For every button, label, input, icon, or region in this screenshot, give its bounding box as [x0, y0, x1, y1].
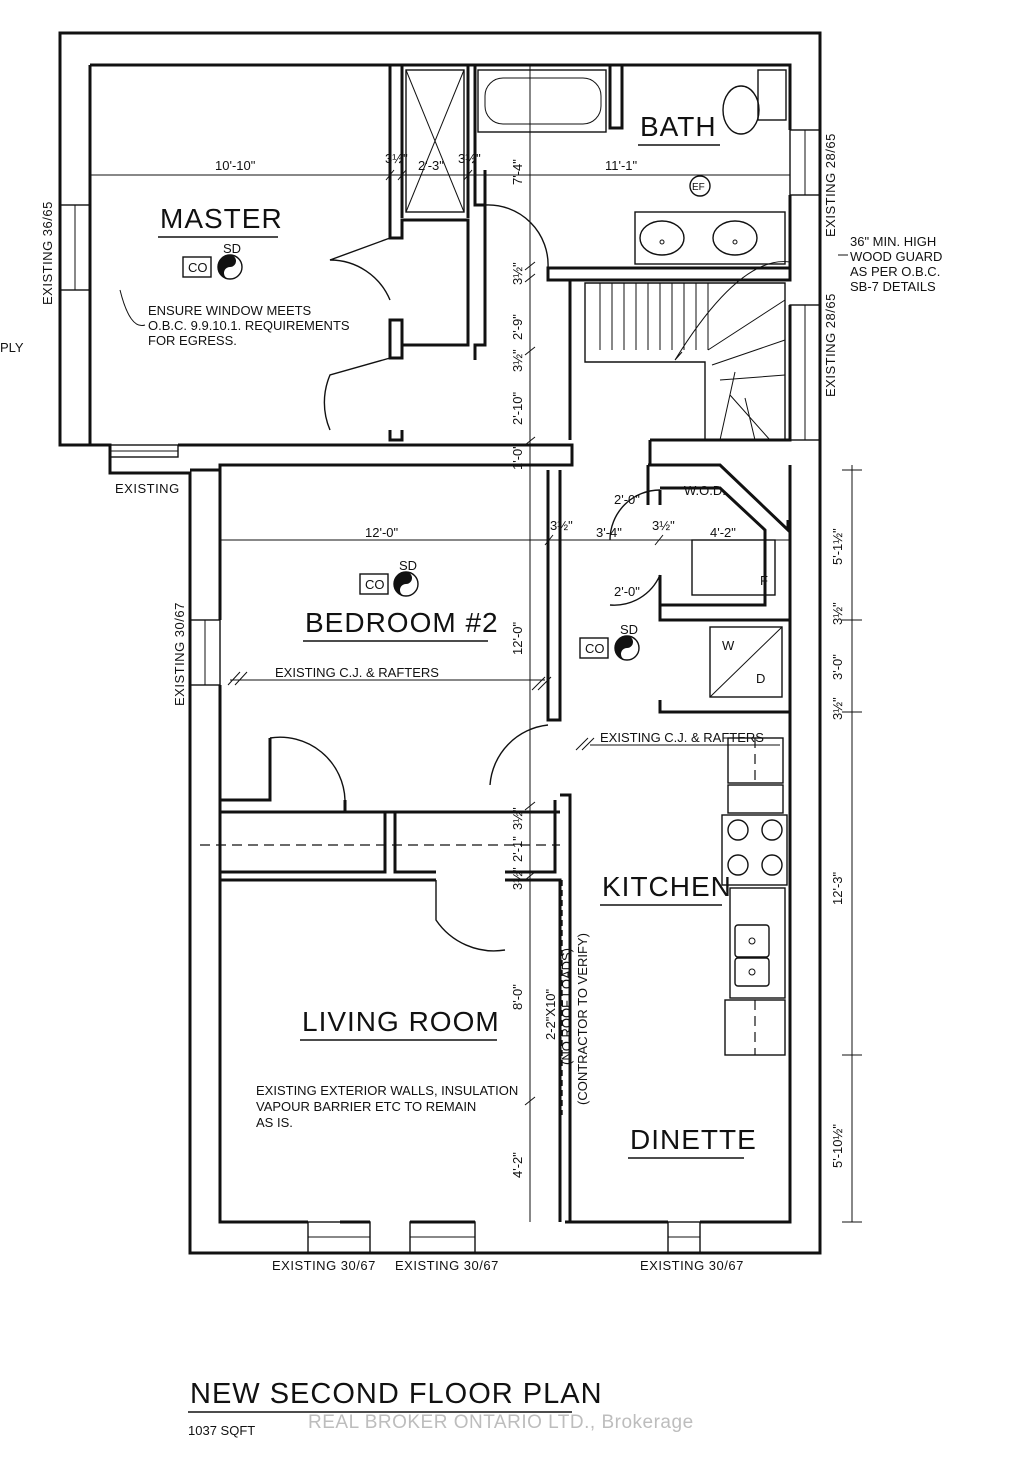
dim-living-b: 4'-2" [510, 1152, 525, 1178]
dim-closet-wall-b: 3½" [458, 151, 481, 166]
watermark: REAL BROKER ONTARIO LTD., Brokerage [308, 1412, 694, 1433]
d-label: D [756, 671, 765, 686]
washer-dryer [709, 626, 783, 698]
dim-living-a: 8'-0" [510, 984, 525, 1010]
dim-hall-a: 2'-9" [510, 314, 525, 340]
label-master-left: EXISTING 36/65 [40, 201, 55, 305]
w-label: W [722, 638, 735, 653]
window-stair-right [789, 304, 821, 441]
dim-closet-wall-a: 3½" [385, 151, 408, 166]
plan-title: NEW SECOND FLOOR PLAN [190, 1378, 603, 1410]
dim-hall-b: 2'-10" [510, 391, 525, 425]
dim-hallway-wall-b: 3½" [510, 867, 525, 890]
note-cj-left: EXISTING C.J. & RAFTERS [275, 665, 439, 680]
note-cj-right: EXISTING C.J. & RAFTERS [600, 730, 764, 745]
sd-label: SD [620, 622, 638, 637]
window-living-b [409, 1221, 476, 1254]
note-ply: PLY [0, 340, 24, 355]
label-dinette: EXISTING 30/67 [640, 1258, 744, 1273]
co-detector-icon: CO [365, 577, 385, 592]
windows [59, 129, 821, 1254]
room-kitchen: KITCHEN [602, 871, 732, 902]
counters [721, 737, 788, 1056]
window-master-bottom [109, 444, 179, 458]
room-master: MASTER [160, 203, 283, 234]
toilet [722, 69, 787, 135]
dim-bath-depth: 7'-4" [510, 159, 525, 185]
exhaust-fan-icon: EF [692, 182, 705, 193]
dim-right-d: 5'-10½" [830, 1124, 845, 1168]
co-detector-icon: CO [585, 641, 605, 656]
label-master-bottom: EXISTING [115, 481, 180, 496]
dim-hallway-wall-a: 3½" [510, 807, 525, 830]
exhaust-fan: EF [689, 175, 711, 197]
dim-bath-width: 11'-1" [605, 158, 638, 173]
title-block: NEW SECOND FLOOR PLAN 1037 SQFT REAL BRO… [188, 1378, 694, 1438]
co-detector-icon: CO [188, 260, 208, 275]
dim-bed2-width: 12'-0" [365, 525, 399, 540]
dim-door-upper: 2'-0" [614, 492, 640, 507]
dim-right-c: 12'-3" [830, 871, 845, 905]
window-dinette [667, 1221, 701, 1254]
dim-right-wall-a: 3½" [830, 602, 845, 625]
dim-right-wall-b: 3½" [830, 697, 845, 720]
dim-right-a: 5'-1½" [830, 528, 845, 565]
smoke-detector-icon [615, 636, 633, 660]
note-exterior: EXISTING EXTERIOR WALLS, INSULATION VAPO… [256, 1083, 522, 1130]
doors [269, 204, 661, 1115]
dim-closet: 2'-3" [418, 158, 444, 173]
sd-label: SD [223, 241, 241, 256]
window-bath-right [789, 129, 821, 196]
vanity [634, 211, 786, 265]
dim-laundry: 4'-2" [710, 525, 736, 540]
room-dinette: DINETTE [630, 1124, 757, 1155]
room-bedroom2: BEDROOM #2 [305, 607, 499, 638]
sd-label: SD [399, 558, 417, 573]
dim-hall-wall-a: 3½" [510, 262, 525, 285]
dim-bed2-wall: 3½" [550, 518, 573, 533]
plan-area: 1037 SQFT [188, 1423, 255, 1438]
master-detectors: CO SD [182, 241, 243, 280]
dimension-text: 10'-10" 3½" 2'-3" 3½" 11'-1" 12'-0" 3½" … [215, 151, 845, 1178]
dim-bed2-depth: 12'-0" [510, 621, 525, 655]
note-guard: 36" MIN. HIGH WOOD GUARD AS PER O.B.C. S… [850, 234, 946, 294]
note-egress: ENSURE WINDOW MEETS O.B.C. 9.9.10.1. REQ… [148, 303, 353, 348]
window-bed2-left [189, 619, 221, 686]
detectors: CO SD CO SD CO SD EF W.O.D. F W D [182, 175, 768, 686]
window-living-a [307, 1221, 371, 1254]
smoke-detector-icon [218, 255, 236, 279]
window-labels: EXISTING 36/65 EXISTING 28/65 EXISTING 2… [40, 133, 838, 1273]
label-bed2-left: EXISTING 30/67 [172, 602, 187, 706]
room-labels: MASTER BATH BEDROOM #2 KITCHEN LIVING RO… [158, 111, 757, 1159]
dim-hallway: 2'-1" [510, 836, 525, 862]
notes: ENSURE WINDOW MEETS O.B.C. 9.9.10.1. REQ… [0, 234, 946, 1130]
dim-linen: 3'-4" [596, 525, 622, 540]
label-stair-right: EXISTING 28/65 [823, 293, 838, 397]
dim-hall-c: 1'-0" [510, 444, 525, 470]
stairs [584, 282, 786, 441]
label-living-b: EXISTING 30/67 [395, 1258, 499, 1273]
label-bath-right: EXISTING 28/65 [823, 133, 838, 237]
smoke-detector-icon [394, 572, 412, 596]
dim-hall-wall-b: 3½" [510, 349, 525, 372]
closet-x [405, 69, 465, 213]
dim-master-width: 10'-10" [215, 158, 256, 173]
dim-right-b: 3'-0" [830, 654, 845, 680]
bed2-detectors: CO SD [359, 558, 419, 597]
room-bath: BATH [640, 111, 717, 142]
note-beam: 2-2"X10" (NO ROOF LOADS) (CONTRACTOR TO … [543, 933, 590, 1105]
hall-detectors: CO SD [579, 622, 640, 661]
window-master-left [59, 204, 91, 291]
wod-label: W.O.D. [684, 483, 726, 498]
room-living: LIVING ROOM [302, 1006, 500, 1037]
label-living-a: EXISTING 30/67 [272, 1258, 376, 1273]
f-label: F [760, 573, 768, 588]
dimension-lines [90, 65, 862, 1223]
interior-walls [220, 63, 792, 1222]
dim-linen-wall: 3½" [652, 518, 675, 533]
bathtub [477, 69, 607, 133]
dim-door-lower: 2'-0" [614, 584, 640, 599]
fixtures [200, 69, 788, 1056]
